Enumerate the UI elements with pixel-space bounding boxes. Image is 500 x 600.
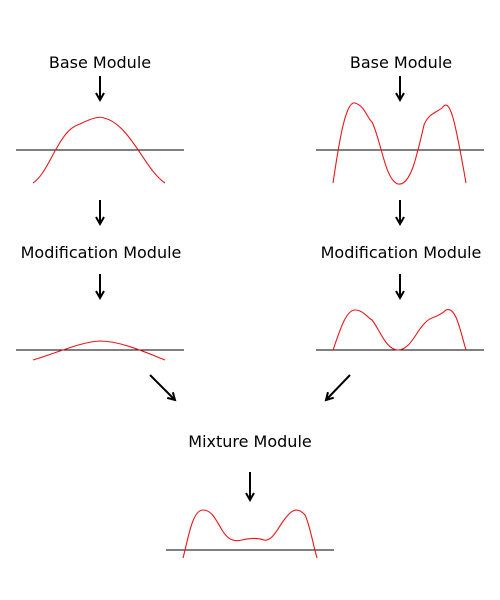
mixture-module-label: Mixture Module [188,432,311,451]
left-modification-module-label: Modification Module [21,243,182,262]
right-base-module-label: Base Module [350,53,452,72]
right-arrow-diagonal [326,374,351,400]
left-base-curve [32,116,166,184]
right-base-curve [332,102,467,185]
left-modification-curve [32,340,166,361]
right-modification-curve [332,309,467,351]
mixture-curve [182,509,318,559]
left-base-module-label: Base Module [49,53,151,72]
left-arrow-diagonal [149,374,175,400]
right-modification-module-label: Modification Module [321,243,482,262]
